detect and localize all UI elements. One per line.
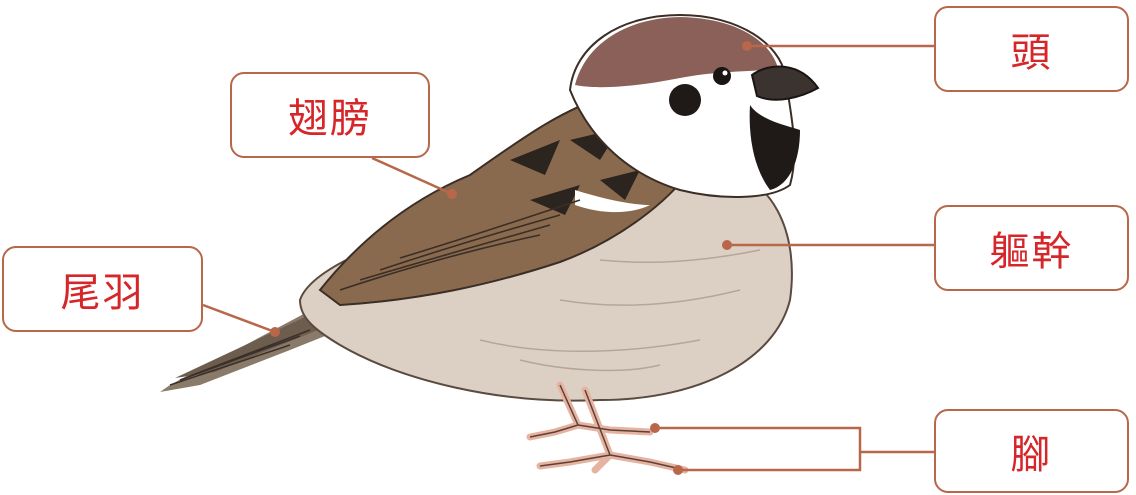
- label-wing-text: 翅膀: [288, 96, 372, 142]
- bird-head: [568, 13, 820, 198]
- tail-feathers: [160, 300, 340, 392]
- label-head-text: 頭: [1010, 30, 1053, 76]
- label-body-text: 軀幹: [989, 229, 1074, 275]
- beak: [750, 65, 820, 101]
- label-tail-text: 尾羽: [60, 270, 145, 316]
- leader-line-tail: [202, 303, 276, 334]
- label-head: 頭: [934, 6, 1129, 92]
- bird-legs: [526, 381, 689, 474]
- label-feet-text: 腳: [1010, 432, 1053, 478]
- label-tail: 尾羽: [2, 246, 203, 332]
- leader-lines: [202, 41, 934, 475]
- label-feet: 腳: [934, 409, 1129, 493]
- label-wing: 翅膀: [230, 72, 430, 158]
- eye: [713, 67, 731, 85]
- cheek-patch: [669, 84, 701, 116]
- leader-bracket-feet: [655, 426, 862, 472]
- label-body: 軀幹: [934, 205, 1129, 291]
- leader-line-wing: [371, 156, 453, 196]
